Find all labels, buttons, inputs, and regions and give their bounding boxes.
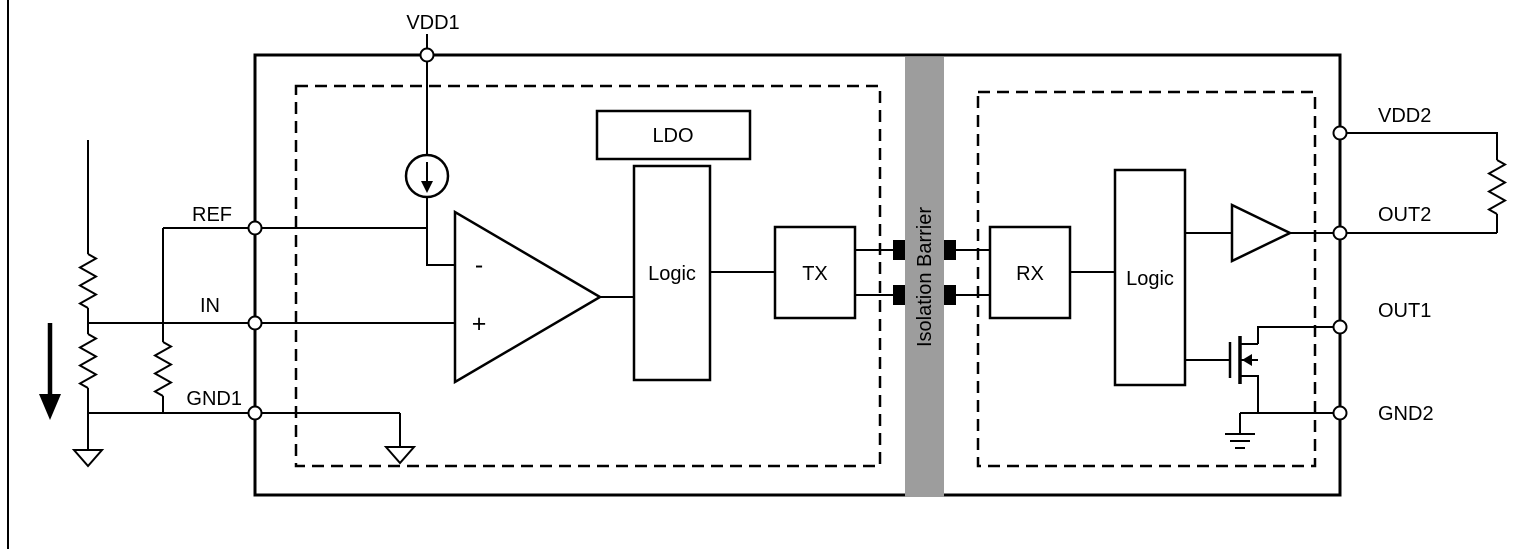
isolation-cap-left-top xyxy=(893,240,905,260)
resistor-divider-bottom xyxy=(77,333,99,389)
terminal-vdd1 xyxy=(419,47,435,63)
vdd1-branch xyxy=(404,34,455,266)
mosfet-source-stub xyxy=(1240,375,1259,413)
pin-labels: VDD1 REF IN GND1 VDD2 OUT2 OUT1 GND2 xyxy=(186,12,1433,425)
mosfet xyxy=(1228,336,1259,413)
terminal-in xyxy=(247,315,263,331)
current-source-arrow-icon xyxy=(421,181,433,193)
isolation-cap-left-bottom xyxy=(893,285,905,305)
tx-to-barrier-wires xyxy=(855,249,893,296)
isolation-cap-right-top xyxy=(944,240,956,260)
output-buffer-triangle xyxy=(1230,203,1293,263)
comparator: - + xyxy=(453,209,634,385)
comparator-minus-label: - xyxy=(475,251,483,279)
external-left-circuit xyxy=(39,140,455,468)
isolation-barrier-label: Isolation Barrier xyxy=(914,207,936,347)
input-arrow-head-icon xyxy=(39,394,61,420)
resistor-divider-top xyxy=(77,253,99,309)
vdd1-wire xyxy=(426,34,455,266)
isolation-cap-right-bottom xyxy=(944,285,956,305)
terminal-gnd2 xyxy=(1332,405,1348,421)
tx-label: TX xyxy=(802,263,828,285)
left-die-dashed-boundary xyxy=(294,84,882,468)
chip-outline xyxy=(253,53,1342,497)
ground-symbol-external xyxy=(71,449,105,468)
pin-label-in: IN xyxy=(200,295,220,317)
ground-symbol-internal-left xyxy=(383,446,417,465)
right-die-dashed-boundary xyxy=(976,90,1317,468)
mosfet-body-arrow-icon xyxy=(1242,354,1252,366)
left-die: LDO Logic TX xyxy=(595,109,893,382)
barrier-to-rx-wires xyxy=(956,249,990,296)
pin-terminals xyxy=(247,47,1348,421)
comparator-triangle xyxy=(453,209,603,385)
gnd2-wire xyxy=(1239,412,1340,434)
pin-label-vdd1: VDD1 xyxy=(406,12,459,34)
logic-right-block xyxy=(1113,168,1187,387)
gnd1-wire xyxy=(88,412,401,447)
terminal-out2 xyxy=(1332,225,1348,241)
pullup-resistor xyxy=(1486,159,1508,215)
tx-block xyxy=(773,225,857,320)
vdd2-wire xyxy=(1340,132,1498,160)
ldo-label: LDO xyxy=(652,125,693,147)
out1-wire xyxy=(1257,326,1340,344)
pin-label-ref: REF xyxy=(192,204,232,226)
pin-label-out1: OUT1 xyxy=(1378,300,1431,322)
pin-label-gnd1: GND1 xyxy=(186,388,242,410)
isolation-barrier: Isolation Barrier xyxy=(893,57,956,497)
pin-label-vdd2: VDD2 xyxy=(1378,105,1431,127)
terminal-gnd1 xyxy=(247,405,263,421)
pin-label-out2: OUT2 xyxy=(1378,204,1431,226)
terminal-out1 xyxy=(1332,319,1348,335)
resistor-ref-to-gnd1 xyxy=(152,341,174,397)
right-die: RX Logic xyxy=(956,168,1293,449)
logic-right-label: Logic xyxy=(1126,268,1174,290)
terminal-vdd2 xyxy=(1332,125,1348,141)
rx-label: RX xyxy=(1016,263,1044,285)
terminal-ref xyxy=(247,220,263,236)
isolation-barrier-bar xyxy=(905,57,944,497)
ldo-block xyxy=(595,109,752,161)
gnd2-ground xyxy=(1225,433,1255,449)
external-right-circuit xyxy=(1239,132,1508,434)
ground-symbol-gnd2 xyxy=(1225,433,1255,449)
logic-left-block xyxy=(632,164,712,382)
logic-left-label: Logic xyxy=(648,263,696,285)
comparator-plus-label: + xyxy=(472,310,487,338)
pin-label-gnd2: GND2 xyxy=(1378,403,1434,425)
